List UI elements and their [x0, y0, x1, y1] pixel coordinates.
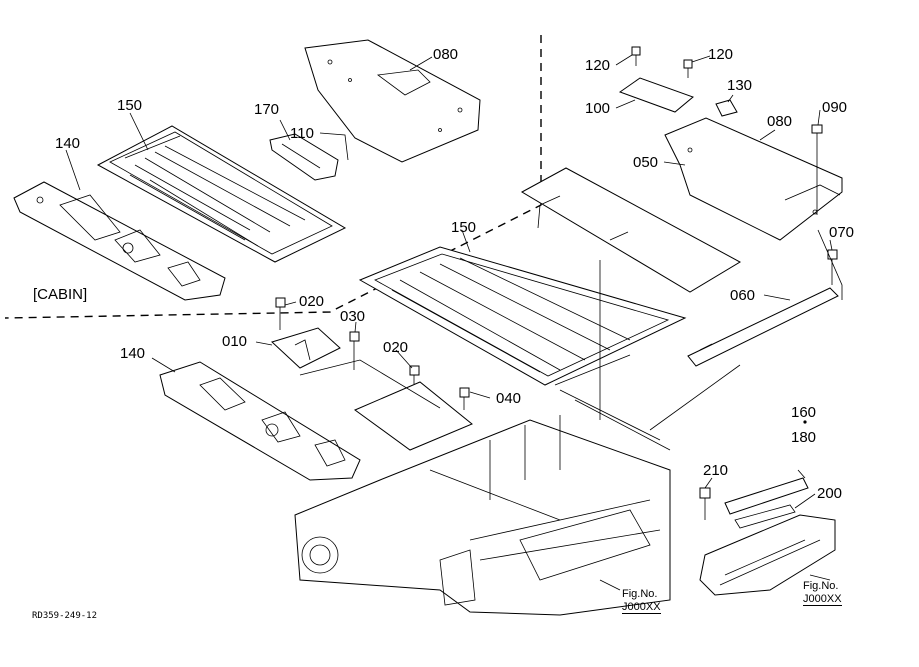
floor-mat-150	[358, 246, 687, 386]
label-150-cabin: 150	[117, 97, 143, 114]
label-210: 210	[703, 462, 729, 479]
label-030: 030	[340, 308, 366, 325]
separator-dot	[803, 420, 807, 424]
cabin-pad-170	[269, 133, 339, 181]
cabin-floor-mat-150	[96, 125, 347, 263]
figure-ref-left-line1: Fig.No.	[622, 588, 658, 600]
label-010: 010	[222, 333, 248, 350]
leader-lines	[65, 54, 843, 591]
bolt-090	[811, 124, 823, 215]
cover-200	[734, 504, 796, 529]
label-100: 100	[585, 100, 611, 117]
step-frame-140	[159, 361, 361, 481]
label-090: 090	[822, 99, 848, 116]
label-020-b: 020	[383, 339, 409, 356]
label-cabin: [CABIN]	[33, 286, 88, 303]
label-120-b: 120	[708, 46, 734, 63]
figure-ref-left[interactable]: Fig.No. J000XX	[622, 588, 661, 615]
bolt-030	[349, 331, 360, 370]
label-140: 140	[120, 345, 146, 362]
label-080: 080	[767, 113, 793, 130]
figure-ref-left-line2: J000XX	[622, 600, 661, 615]
lower-plate	[299, 359, 473, 451]
block-130	[715, 99, 738, 117]
bolt-070	[827, 249, 838, 285]
bracket-010	[271, 327, 341, 369]
label-050: 050	[633, 154, 659, 171]
label-130: 130	[727, 77, 753, 94]
label-180: 180	[791, 429, 817, 446]
bolt-210	[699, 487, 711, 520]
bolt-020-a	[275, 297, 286, 330]
screw-120-a	[631, 46, 641, 66]
screw-120-b	[683, 59, 693, 78]
label-160: 160	[791, 404, 817, 421]
cabin-floor-plate-080	[304, 39, 481, 163]
bolt-040	[459, 387, 470, 410]
drawing-code: RD359-249-12	[32, 611, 98, 621]
figure-ref-right[interactable]: Fig.No. J000XX	[803, 580, 842, 607]
mat-050	[520, 167, 742, 293]
label-150: 150	[451, 219, 477, 236]
floor-plate-080	[664, 117, 843, 241]
label-200: 200	[817, 485, 843, 502]
label-140-cabin: 140	[55, 135, 81, 152]
label-020-a: 020	[299, 293, 325, 310]
figure-ref-right-line2: J000XX	[803, 592, 842, 607]
label-070: 070	[829, 224, 855, 241]
label-170: 170	[254, 101, 280, 118]
bar-060	[687, 287, 839, 367]
plate-100	[618, 77, 694, 113]
counterweight	[699, 514, 836, 596]
label-120-a: 120	[585, 57, 611, 74]
cabin-step-frame-140	[13, 181, 226, 301]
label-080-cabin: 080	[433, 46, 459, 63]
bolt-020-b	[409, 365, 420, 384]
label-040: 040	[496, 390, 522, 407]
label-060: 060	[730, 287, 756, 304]
machine-frame	[294, 389, 671, 616]
cabin-divider-line	[4, 35, 542, 319]
figure-ref-right-line1: Fig.No.	[803, 580, 839, 592]
label-110: 110	[290, 125, 314, 142]
plate-160-180	[724, 477, 809, 515]
